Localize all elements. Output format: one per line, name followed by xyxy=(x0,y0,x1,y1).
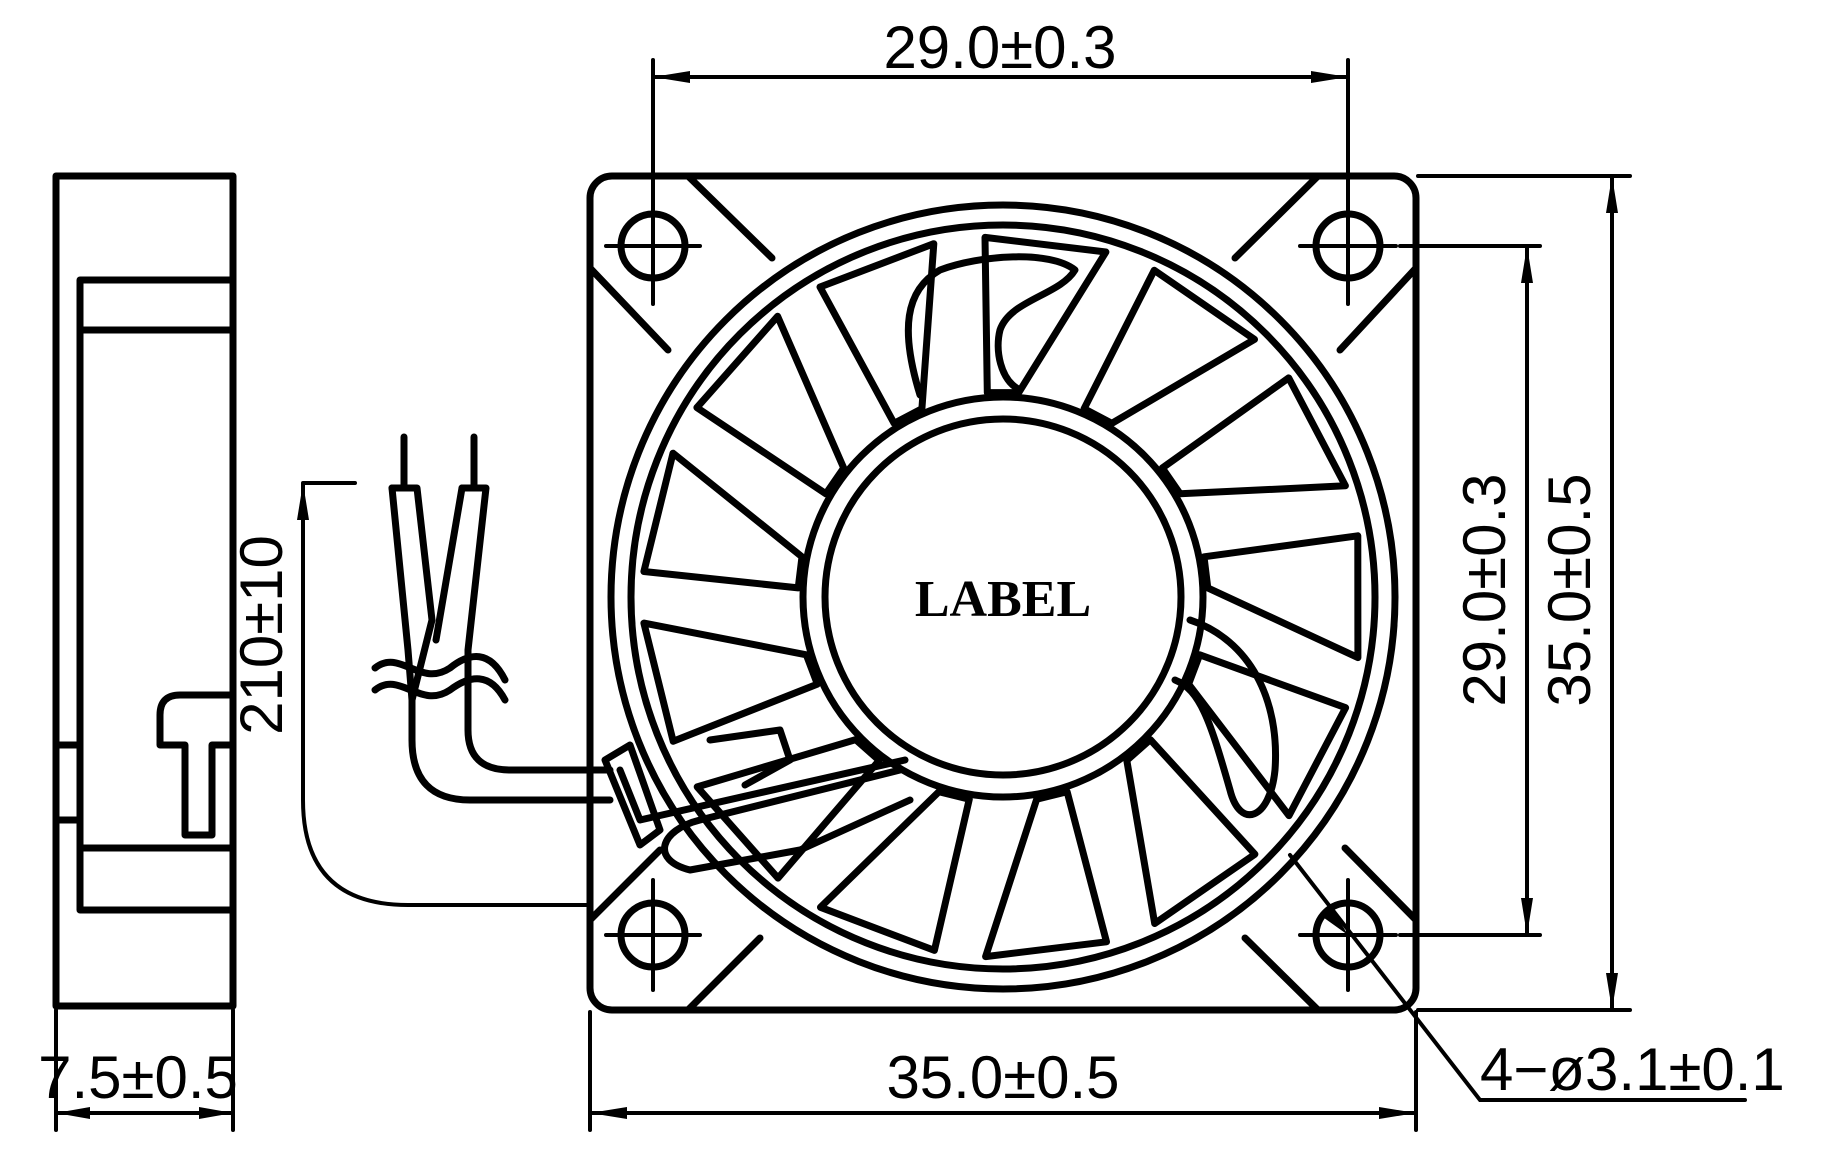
fan-blade xyxy=(1158,374,1349,498)
fan-blade xyxy=(1185,651,1350,820)
spoke-right xyxy=(1171,616,1280,819)
fan-frame-outline xyxy=(586,172,1420,1014)
side-view-inner-frame xyxy=(76,276,237,914)
fan-hub-outer xyxy=(799,393,1207,801)
frame-corner-top-right xyxy=(1231,172,1420,354)
wire-break-mark-2 xyxy=(371,675,509,704)
dim-overall-width: 35.0±0.5 xyxy=(886,1044,1119,1111)
wire-break-mark xyxy=(371,653,509,684)
frame-corner-top-left xyxy=(586,172,776,354)
dim-mounting-holes: 4−ø3.1±0.1 xyxy=(1480,1036,1785,1103)
dim-thickness: 7.5±0.5 xyxy=(38,1044,238,1111)
fan-blade xyxy=(982,788,1110,961)
fan-blade xyxy=(816,240,938,427)
dim-right-hole-spacing: 29.0±0.3 xyxy=(1451,473,1518,706)
fan-blade xyxy=(693,736,883,882)
wire-exit-grommet xyxy=(601,741,664,849)
frame-corner-bottom-left xyxy=(586,846,764,1014)
fan-front-view: LABEL xyxy=(586,172,1420,1014)
fan-blade xyxy=(693,312,848,498)
hub-label: LABEL xyxy=(915,571,1091,628)
fan-blades xyxy=(640,233,1362,961)
fan-blade xyxy=(640,449,806,592)
fan-blade xyxy=(1123,736,1259,927)
spoke-left-bracket xyxy=(616,726,909,824)
spoke-top xyxy=(904,253,1079,399)
fan-inner-ring xyxy=(627,221,1379,973)
dim-top-hole-spacing: 29.0±0.3 xyxy=(883,14,1116,81)
lead-wire-right xyxy=(458,484,614,774)
spoke-bottom-left xyxy=(661,766,914,874)
side-view xyxy=(52,172,237,1010)
fan-blade xyxy=(817,788,973,954)
lead-wire-right-b xyxy=(432,484,466,644)
fan-blade xyxy=(981,233,1110,397)
fan-blade xyxy=(1080,266,1258,427)
fan-blade xyxy=(1200,532,1362,662)
lead-wires xyxy=(371,433,664,849)
side-view-connector-tab xyxy=(156,691,237,839)
fan-outer-ring xyxy=(607,201,1399,993)
lead-wire-left xyxy=(388,484,614,804)
fan-blade xyxy=(640,619,821,745)
lead-wire-left-b xyxy=(388,484,416,704)
mounting-hole-bottom-left xyxy=(604,878,702,992)
dimension-lines: 29.0±0.3 29.0±0.3 35.0±0.5 35.0±0.5 7.5±… xyxy=(38,14,1785,1132)
dim-lead-length: 210±10 xyxy=(228,535,295,735)
dim-overall-height: 35.0±0.5 xyxy=(1536,473,1603,706)
frame-corner-bottom-right xyxy=(1241,844,1420,1014)
fan-hub-inner xyxy=(821,415,1185,779)
